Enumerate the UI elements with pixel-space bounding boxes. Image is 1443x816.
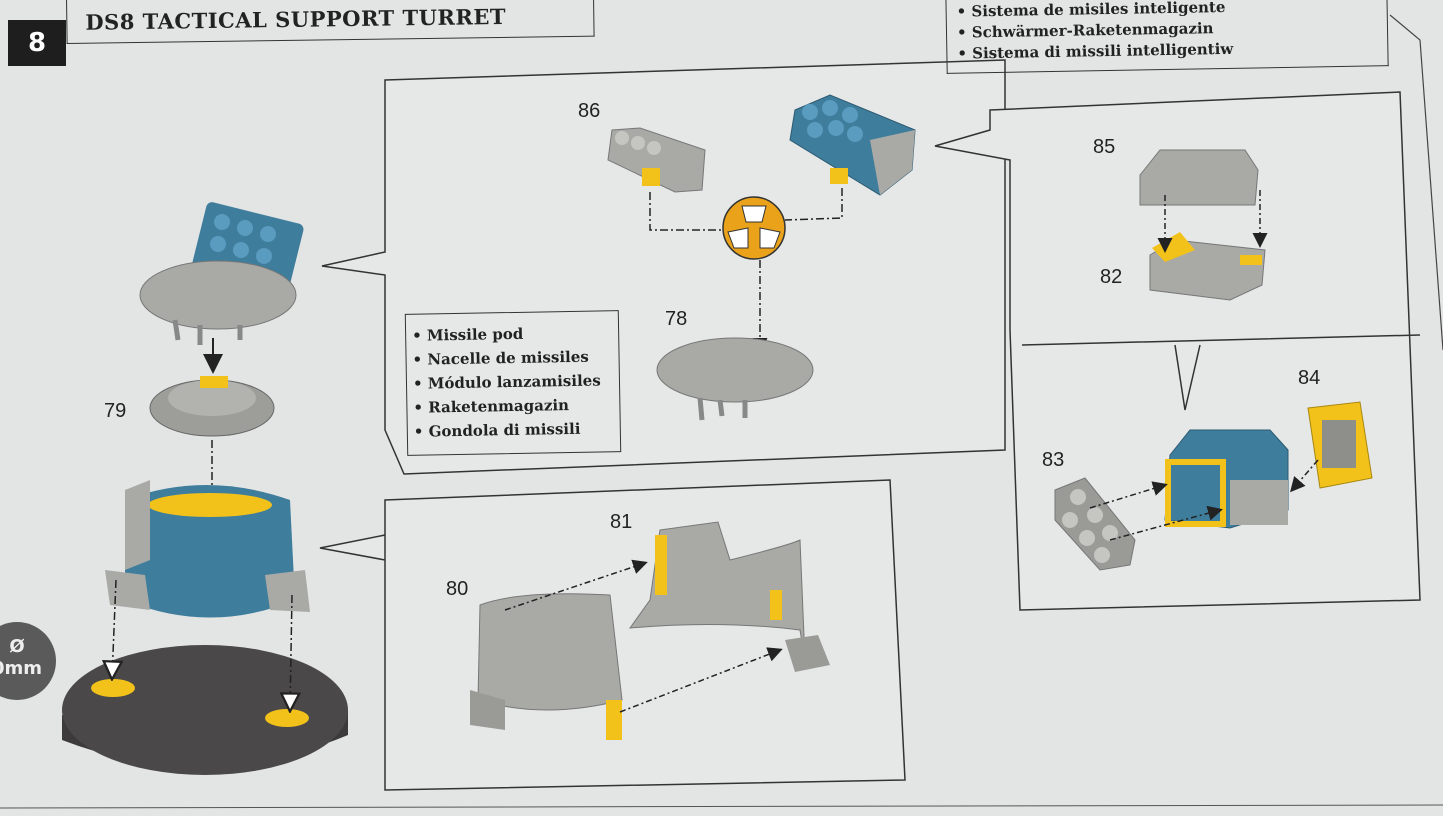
name-fr: Nacelle de missiles	[412, 344, 618, 372]
part-label-79: 79	[104, 400, 127, 422]
smart-missile-housing	[1164, 429, 1289, 529]
name-it: Gondola di missili	[414, 416, 620, 444]
name-en: Missile pod	[412, 320, 618, 348]
base-size-badge: Ø 0mm	[0, 622, 56, 700]
part-label-78: 78	[665, 308, 688, 330]
part-smart-missile-pod	[789, 94, 916, 196]
name-es: Módulo lanzamisiles	[413, 368, 619, 396]
part-79-turret-mount	[149, 376, 275, 437]
part-label-83: 83	[1042, 449, 1065, 471]
part-84-frame	[1307, 401, 1373, 489]
missile-pod-assembled	[139, 202, 304, 345]
part-85-cover	[1139, 149, 1259, 206]
name-de: Raketenmagazin	[413, 392, 619, 420]
turret-base-ring-assembled	[105, 480, 310, 618]
part-label-80: 80	[446, 578, 469, 600]
part-82-housing	[1149, 232, 1266, 301]
glue-icon	[722, 196, 786, 260]
part-label-86: 86	[578, 100, 601, 122]
diameter-symbol: Ø	[9, 636, 25, 657]
missile-pod-name-list: Missile pod Nacelle de missiles Módulo l…	[404, 310, 622, 456]
part-78-turret-dome	[656, 337, 814, 421]
base-disc	[62, 645, 348, 775]
base-size: 0mm	[0, 658, 43, 679]
step-title: DS8 TACTICAL SUPPORT TURRET	[66, 0, 595, 44]
part-label-82: 82	[1100, 266, 1123, 288]
part-86-small-missile-pod	[607, 127, 706, 193]
step-number: 8	[8, 20, 66, 66]
part-83-missile-plate	[1054, 477, 1136, 571]
part-label-81: 81	[610, 511, 633, 533]
part-80-ring-half	[470, 593, 623, 740]
part-label-85: 85	[1093, 136, 1116, 158]
smart-missile-name-list: Sistema de misiles inteligente Schwärmer…	[945, 0, 1389, 74]
part-label-84: 84	[1298, 367, 1321, 389]
part-81-ring-half	[628, 521, 830, 672]
sub-panel-divider	[1021, 334, 1421, 411]
